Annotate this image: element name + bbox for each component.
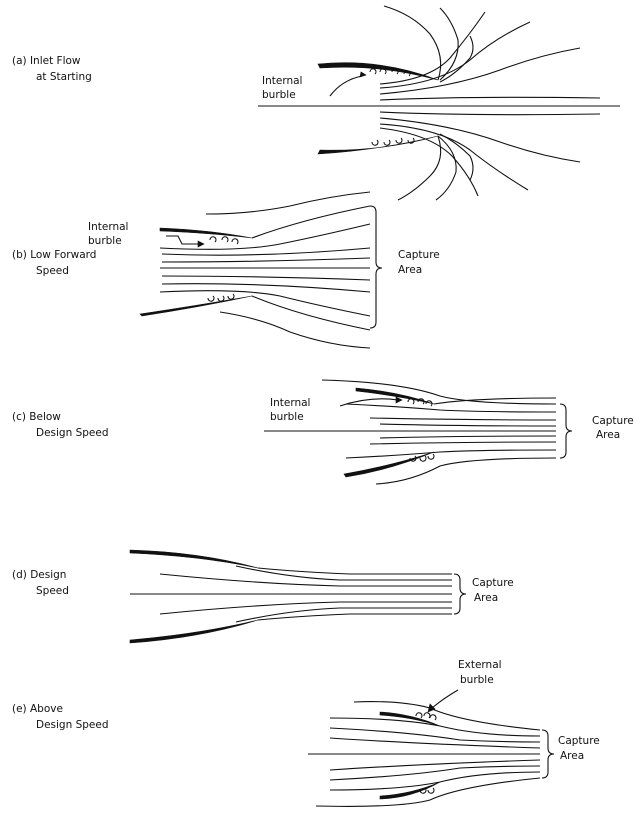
panel-c-streamline [370,442,556,444]
panel-b-streamline [252,206,370,238]
panel-b-streamline [160,291,370,316]
panel-c-caption-line2: Design Speed [36,427,109,439]
panel-d-caption-line1: (d) Design [12,569,66,581]
panel-e-capture-line2: Area [560,750,584,762]
panel-b-internal-burble-upper [210,237,238,244]
panel-c-streamline [346,404,556,412]
panel-d-capture-line2: Area [474,592,498,604]
panel-b-caption-line2: Speed [36,265,69,277]
panel-e-lower-lip [380,782,440,799]
panel-b-lower-lip [140,296,252,316]
panel-e-annotation-arrow [432,690,458,708]
panel-a: (a) Inlet Flow at Starting Internal burb… [12,6,620,200]
panel-e-caption-line1: (e) Above [12,703,63,715]
panel-c: (c) Below Design Speed Internal burble C… [12,380,634,484]
panel-e-annotation-line1: External [458,659,502,671]
panel-b-arrowhead [198,241,204,247]
panel-e-streamline [330,718,540,736]
panel-c-capture-brace [560,404,572,458]
panel-c-annotation-line2: burble [270,411,304,423]
panel-a-lower-lip [318,136,438,154]
panel-d-lower-lip [130,620,258,643]
panel-b-annotation-line2: burble [88,235,122,247]
panel-e-streamline [354,702,540,730]
panel-a-streamline [380,97,600,100]
panel-e-caption-line2: Design Speed [36,719,109,731]
panel-a-upper-lip [318,63,438,80]
panel-c-annotation-line1: Internal [270,397,310,409]
panel-b-annotation-arrow [166,236,200,244]
panel-c-caption-line1: (c) Below [12,411,61,423]
panel-a-annotation-line2: burble [262,89,296,101]
panel-c-capture-line2: Area [596,429,620,441]
panel-d-capture-line1: Capture [472,577,514,589]
panel-b-streamline [252,296,370,330]
panel-a-caption-line1: (a) Inlet Flow [12,55,81,67]
panel-a-caption-line2: at Starting [36,71,92,83]
panel-b-streamline [162,276,370,280]
panel-a-streamline [380,12,485,84]
panel-c-streamline [370,418,556,420]
panel-c-internal-burble-lower [410,454,434,461]
panel-a-internal-burble-lower [372,138,414,145]
panel-a-streamline [440,134,473,180]
panel-b-streamline [162,258,370,262]
panel-b-capture-brace [370,206,382,328]
panel-d-upper-lip [130,550,258,568]
panel-e-streamline [330,772,540,790]
panel-d-streamline [236,608,452,622]
panel-c-streamline [346,450,556,458]
panel-c-arrowhead [396,397,402,403]
panel-d: (d) Design Speed Capture Area [12,550,514,643]
panel-b-streamline [220,312,370,348]
panel-a-annotation-line1: Internal [262,75,302,87]
panel-b-caption-line1: (b) Low Forward [12,249,96,261]
panel-d-caption-line2: Speed [36,585,69,597]
panel-c-streamline [380,436,556,438]
panel-e-streamline [316,778,540,806]
panel-c-streamline [380,424,556,426]
panel-d-streamline [258,614,452,620]
panel-a-streamline [380,118,580,162]
panel-c-capture-line1: Capture [592,415,634,427]
panel-d-streamline [258,568,452,574]
panel-a-streamline [380,112,600,115]
panel-a-streamline [398,136,441,200]
panel-a-arrowhead [360,72,366,77]
panel-a-annotation-arrow [330,76,362,96]
panel-b-capture-line1: Capture [398,249,440,261]
panel-c-streamline [322,380,556,404]
panel-b-streamline [160,224,370,249]
panel-d-streamline [236,566,452,580]
panel-b-capture-line2: Area [398,264,422,276]
panel-e-streamline [330,760,540,770]
panel-e-streamline [330,738,540,748]
panel-b-annotation-line1: Internal [88,221,128,233]
panel-e-capture-brace [542,730,554,778]
panel-e-annotation-line2: burble [460,674,494,686]
panel-d-capture-brace [454,574,466,614]
panel-e-capture-line1: Capture [558,735,600,747]
panel-b: (b) Low Forward Speed Internal burble Ca… [12,192,440,348]
panel-e: (e) Above Design Speed External burble C… [12,659,600,806]
